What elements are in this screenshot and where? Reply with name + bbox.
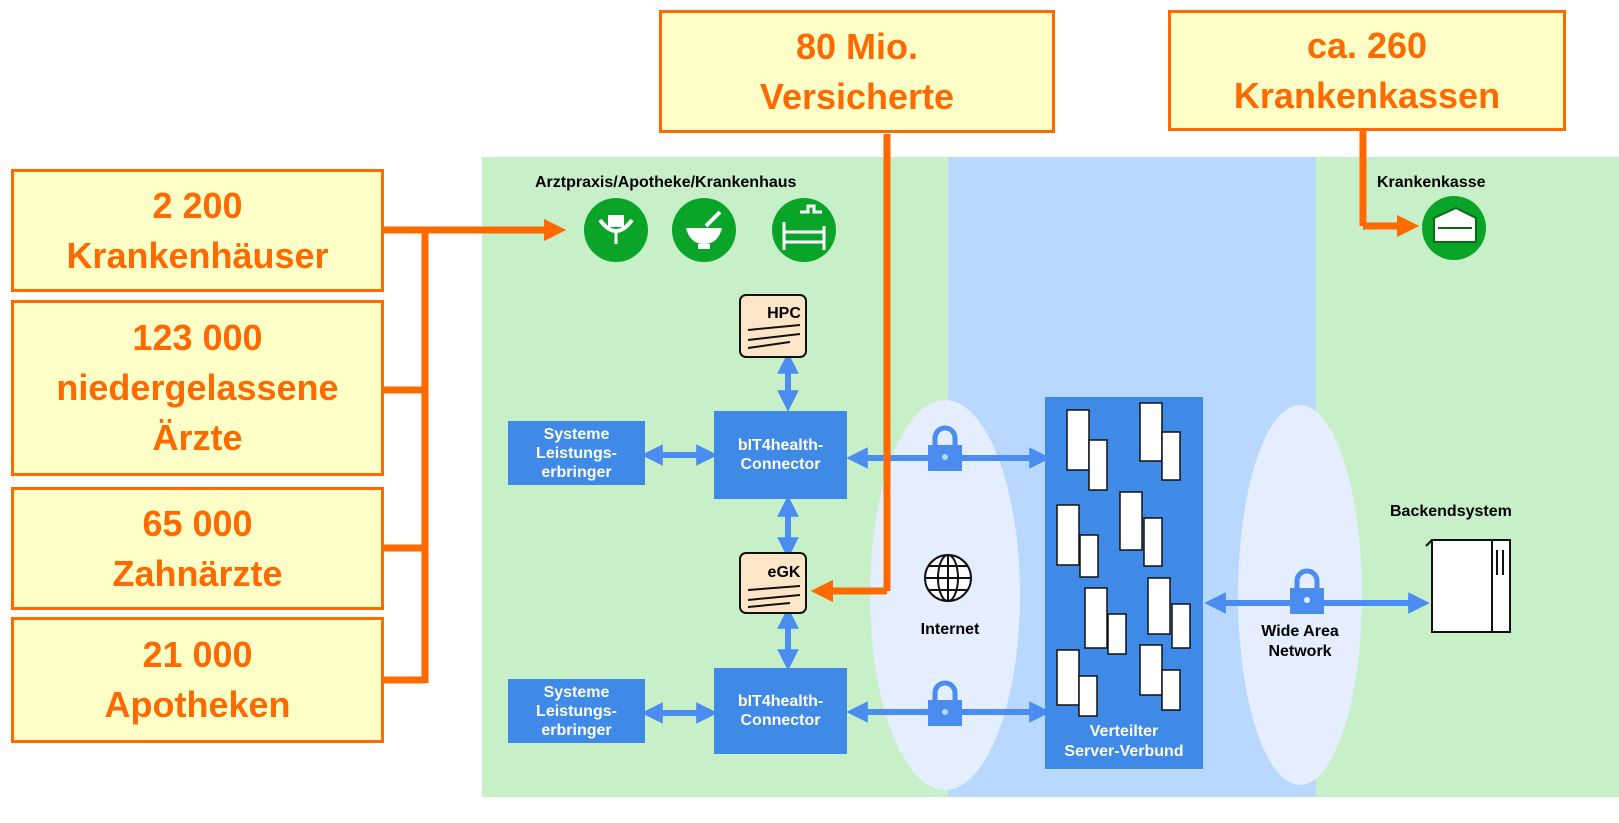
server-line: Server-Verbund (1064, 743, 1184, 760)
box-line: bIT4health- (737, 693, 824, 710)
arztpraxis-label: Arztpraxis/Apotheke/Krankenhaus (535, 174, 797, 191)
server-icon (1056, 402, 1191, 717)
box-line: bIT4health- (737, 437, 824, 454)
backend-label: Backendsystem (1390, 503, 1512, 520)
systeme-leistungserbringer-top: Systeme Leistungs- erbringer (508, 421, 645, 485)
internet-label: Internet (920, 621, 980, 638)
callout-label: Versicherte (759, 75, 955, 117)
krankenhaeuser-callout: 2 200 Krankenhäuser (11, 169, 384, 292)
box-line: Connector (740, 456, 821, 473)
callout-count: 2 200 (152, 184, 243, 226)
callout-label: Krankenkassen (1233, 74, 1501, 116)
lock-icon (928, 680, 962, 726)
callout-label: Ärzte (152, 417, 243, 458)
stethoscope-icon (584, 198, 648, 262)
apotheken-callout: 21 000 Apotheken (11, 617, 384, 743)
backend-server-icon (1425, 539, 1511, 633)
box-line: Leistungs- (536, 444, 617, 462)
callout-count: 80 Mio. (795, 25, 919, 67)
box-line: Connector (740, 712, 821, 729)
egk-card-icon (739, 552, 807, 614)
hospital-bed-icon (772, 198, 836, 262)
server-line: Verteilter (1089, 723, 1159, 740)
callout-count: 21 000 (142, 634, 253, 675)
callout-label: Krankenhäuser (66, 234, 329, 276)
krankenkassen-callout: ca. 260 Krankenkassen (1168, 10, 1566, 131)
callout-label: Zahnärzte (112, 552, 283, 594)
insurance-zone (1316, 157, 1619, 797)
globe-icon (924, 554, 972, 602)
box-line: Systeme (543, 425, 610, 443)
box-line: erbringer (541, 721, 612, 739)
wan-line: Wide Area (1261, 623, 1339, 640)
mortar-pestle-icon (672, 198, 736, 262)
box-line: Systeme (543, 683, 610, 701)
wan-label: Wide Area Network (1245, 622, 1355, 662)
callout-count: ca. 260 (1306, 24, 1428, 66)
hpc-label: HPC (766, 304, 802, 324)
lock-icon (928, 425, 962, 471)
aerzte-callout: 123 000 niedergelassene Ärzte (11, 300, 384, 476)
orange-connectors (381, 131, 1420, 684)
callout-count: 123 000 (132, 317, 263, 358)
systeme-leistungserbringer-bottom: Systeme Leistungs- erbringer (508, 679, 645, 743)
krankenkasse-label: Krankenkasse (1377, 174, 1486, 191)
zahnaerzte-callout: 65 000 Zahnärzte (11, 487, 384, 610)
server-label: Verteilter Server-Verbund (1045, 722, 1203, 762)
callout-count: 65 000 (142, 502, 253, 544)
callout-label: niedergelassene (56, 367, 339, 408)
insurance-folder-icon (1422, 196, 1486, 260)
connector-top: bIT4health- Connector (714, 411, 847, 499)
callout-label: Apotheken (104, 684, 291, 725)
egk-label: eGK (766, 563, 802, 583)
lock-icon (1290, 568, 1324, 614)
connector-bottom: bIT4health- Connector (714, 668, 847, 754)
versicherte-callout: 80 Mio. Versicherte (659, 10, 1055, 133)
box-line: Leistungs- (536, 702, 617, 720)
wan-line: Network (1268, 643, 1332, 660)
box-line: erbringer (541, 463, 612, 481)
